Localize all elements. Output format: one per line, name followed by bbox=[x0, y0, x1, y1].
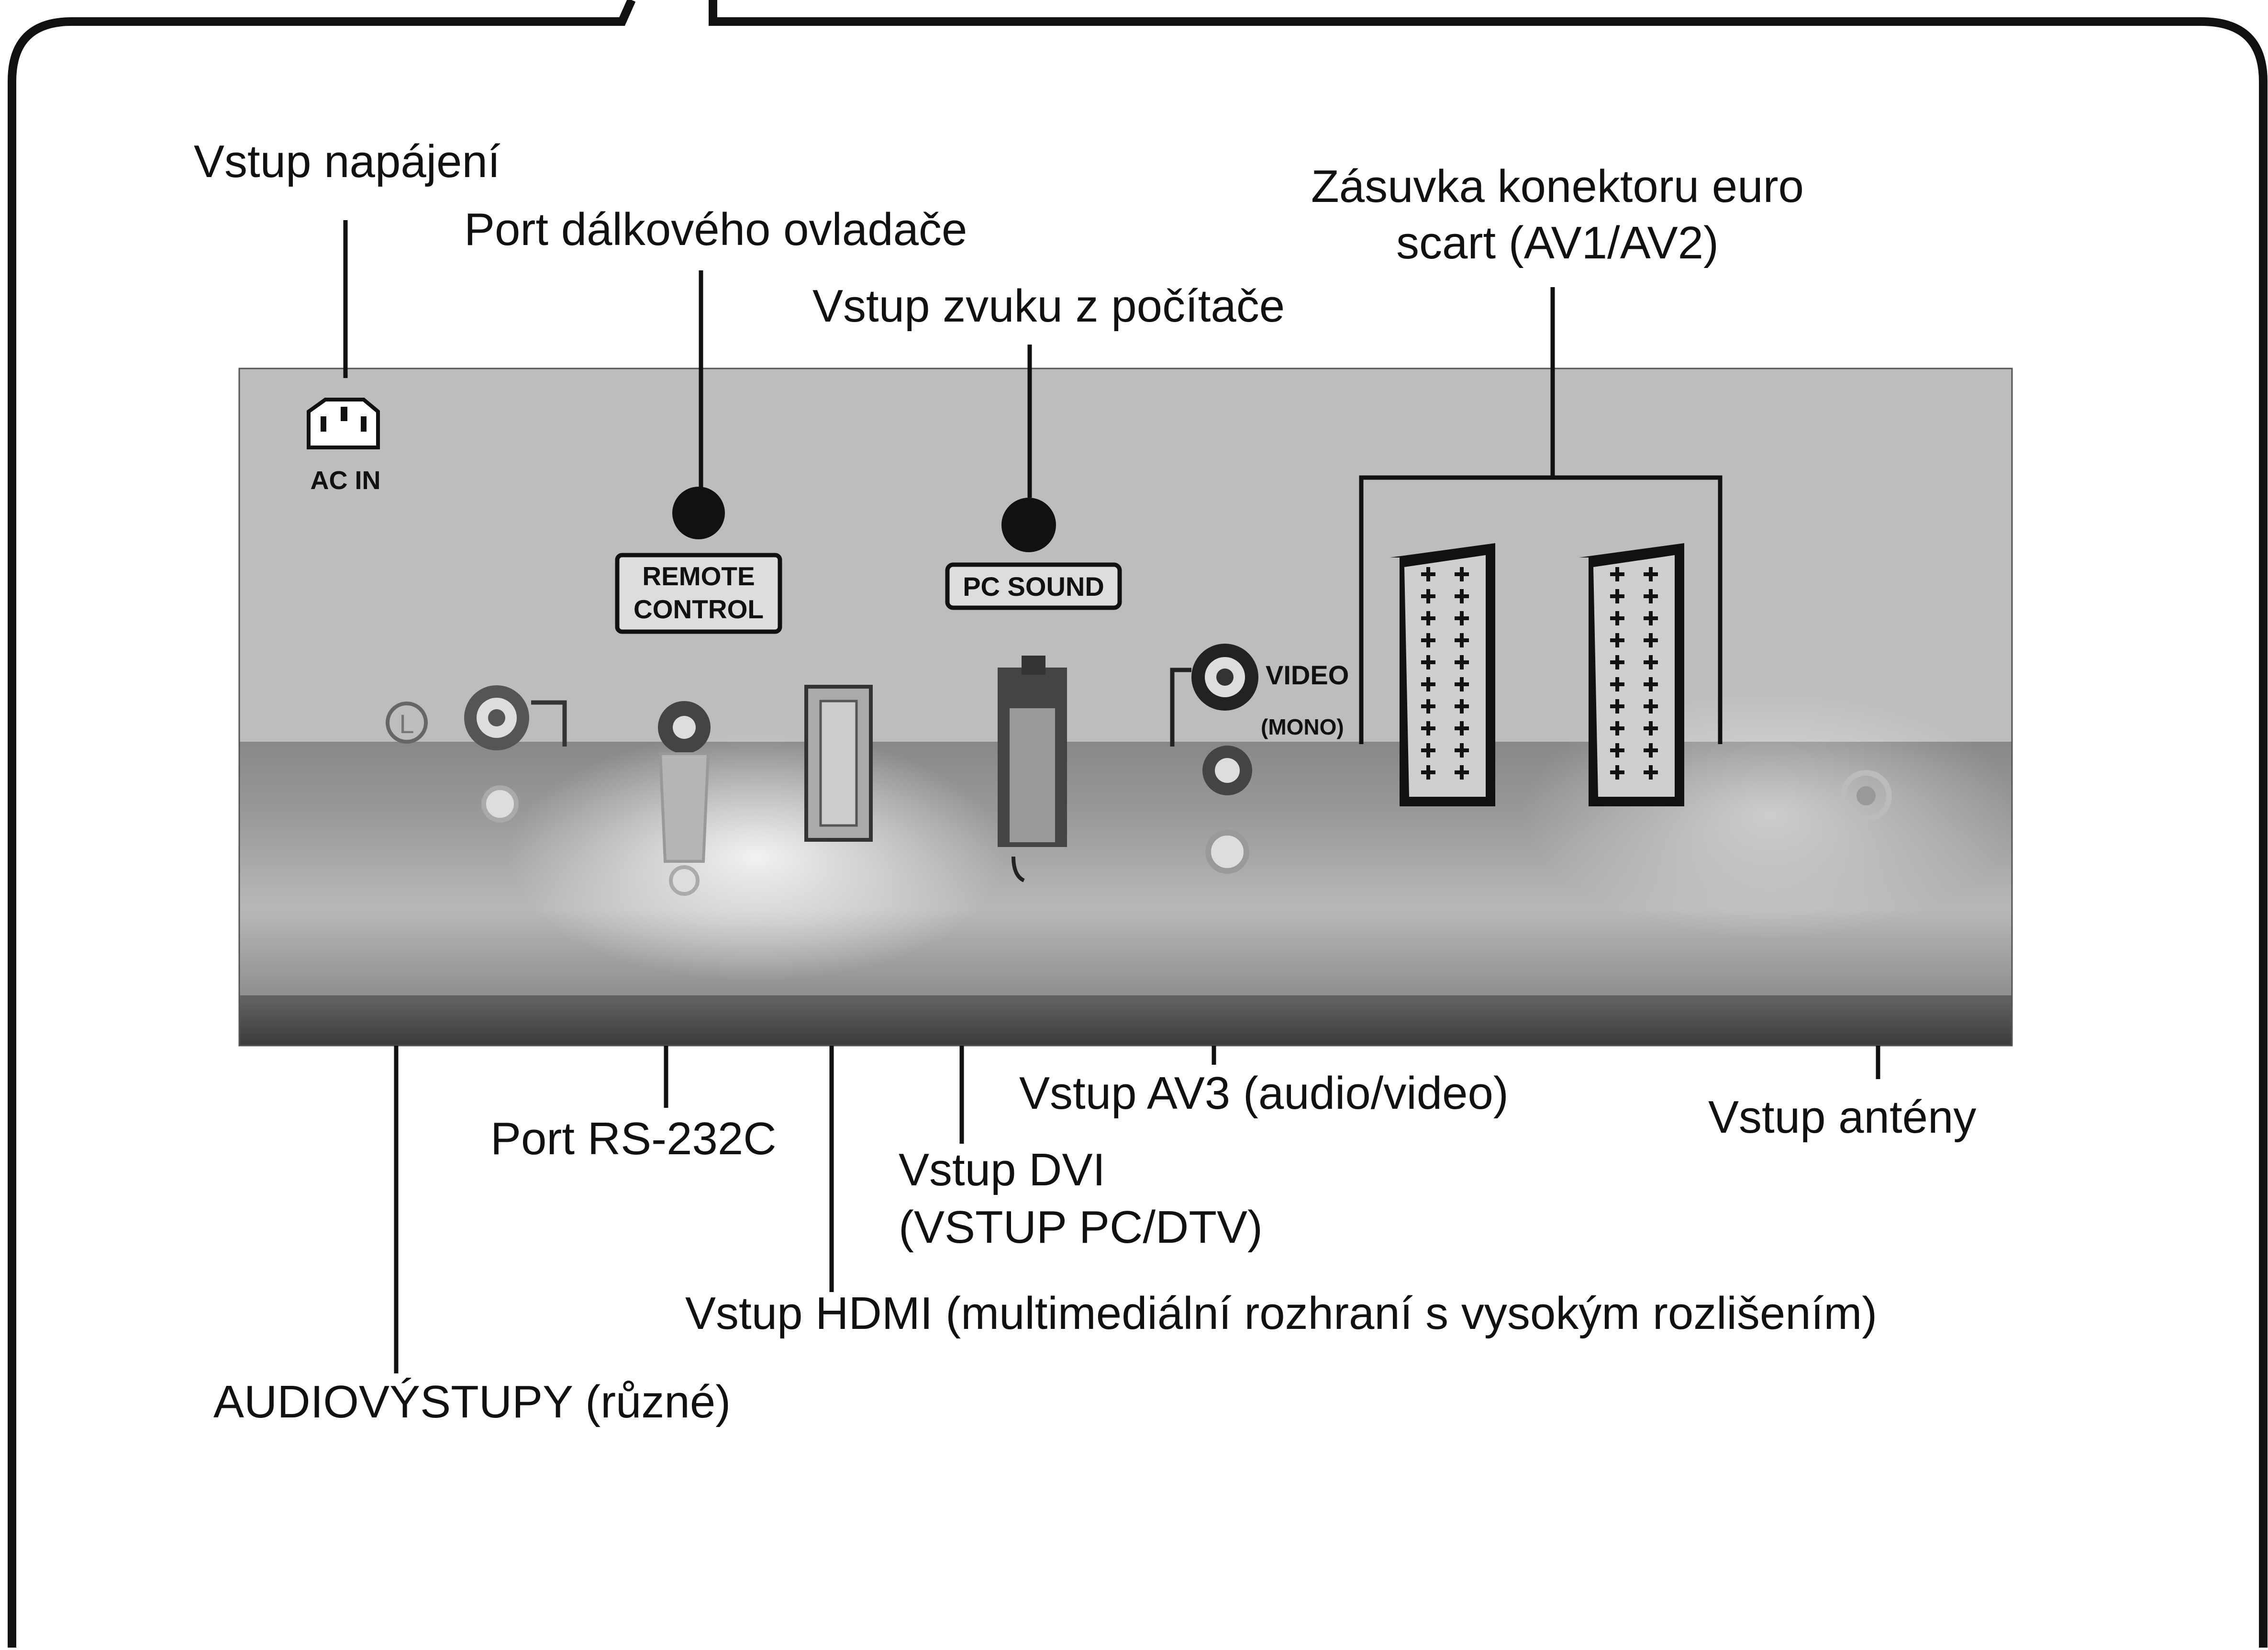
scart-pin bbox=[1455, 677, 1469, 691]
dvi-callout-line1: Vstup DVI bbox=[899, 1144, 1106, 1195]
scart-pin bbox=[1610, 633, 1624, 647]
outer-frame bbox=[8, 0, 636, 1648]
remote-label-line1: REMOTE bbox=[642, 561, 755, 591]
hdmi-input-callout: Vstup HDMI (multimediální rozhraní s vys… bbox=[685, 1288, 1878, 1339]
scart-pin bbox=[1455, 655, 1469, 669]
scart-pin bbox=[1421, 633, 1435, 647]
scart-pin bbox=[1644, 633, 1658, 647]
scart-pin bbox=[1644, 743, 1658, 758]
remote-port-callout: Port dálkového ovladače bbox=[464, 204, 967, 255]
scart-socket-icon bbox=[1390, 543, 1495, 806]
scart-pin bbox=[1421, 655, 1435, 669]
scart-socket-icon bbox=[1579, 543, 1684, 806]
av3-jacks bbox=[1170, 644, 1258, 874]
audio-outputs-callout: AUDIOVÝSTUPY (různé) bbox=[213, 1376, 731, 1427]
scart-pin bbox=[1421, 589, 1435, 603]
remote-label-box bbox=[615, 553, 782, 634]
scart-bracket bbox=[1359, 475, 1723, 744]
left-channel-label: L bbox=[399, 709, 414, 739]
scart-pin bbox=[1455, 699, 1469, 714]
rs232-port-icon bbox=[658, 701, 711, 896]
pc-audio-input-callout: Vstup zvuku z počítače bbox=[812, 280, 1285, 332]
video-label: VIDEO bbox=[1266, 660, 1349, 690]
scart-pin bbox=[1455, 567, 1469, 581]
scart-pin bbox=[1610, 655, 1624, 669]
scart-callout-line2: scart (AV1/AV2) bbox=[1396, 217, 1719, 268]
antenna-socket-icon bbox=[1840, 770, 1892, 822]
power-input-callout: Vstup napájení bbox=[194, 136, 500, 187]
scart-pin bbox=[1421, 699, 1435, 714]
scart-pin bbox=[1610, 721, 1624, 736]
scart-pin bbox=[1610, 611, 1624, 625]
outer-frame-right bbox=[709, 0, 2268, 1648]
scart-pin bbox=[1644, 655, 1658, 669]
scart-callout-line1: Zásuvka konektoru euro bbox=[1311, 161, 1804, 212]
scart-pin bbox=[1421, 611, 1435, 625]
dvi-port-icon bbox=[998, 656, 1067, 882]
scart-pin bbox=[1455, 765, 1469, 780]
ac-in-label: AC IN bbox=[311, 466, 381, 495]
scart-pin bbox=[1644, 721, 1658, 736]
pc-sound-label: PC SOUND bbox=[963, 571, 1104, 602]
scart-pin bbox=[1610, 743, 1624, 758]
scart-pin bbox=[1644, 765, 1658, 780]
av3-input-callout: Vstup AV3 (audio/video) bbox=[1019, 1068, 1509, 1119]
leader-lines bbox=[343, 220, 1880, 1373]
scart-pin bbox=[1421, 765, 1435, 780]
mono-label: (MONO) bbox=[1261, 714, 1344, 739]
scart-pin bbox=[1421, 743, 1435, 758]
scart-pin bbox=[1644, 699, 1658, 714]
pc-sound-jack-icon bbox=[1001, 498, 1056, 552]
scart-pin bbox=[1455, 721, 1469, 736]
scart-pin bbox=[1610, 765, 1624, 780]
audio-out-jacks bbox=[386, 685, 567, 823]
scart-pin bbox=[1644, 611, 1658, 625]
scart-pin bbox=[1421, 677, 1435, 691]
scart-pin bbox=[1455, 633, 1469, 647]
scart-pin bbox=[1421, 721, 1435, 736]
scart-pin bbox=[1644, 677, 1658, 691]
ac-inlet-icon bbox=[307, 398, 380, 449]
scart-pin bbox=[1455, 589, 1469, 603]
remote-jack-icon bbox=[672, 487, 725, 539]
dvi-callout-line2: (VSTUP PC/DTV) bbox=[899, 1202, 1263, 1253]
pc-sound-label-box bbox=[945, 562, 1122, 610]
scart-pin bbox=[1610, 677, 1624, 691]
scart-pin bbox=[1644, 589, 1658, 603]
scart-pin bbox=[1610, 589, 1624, 603]
rs232-callout: Port RS-232C bbox=[490, 1113, 777, 1164]
antenna-input-callout: Vstup antény bbox=[1708, 1092, 1977, 1143]
hdmi-port-icon bbox=[804, 685, 873, 842]
scart-pin bbox=[1644, 567, 1658, 581]
scart-pin bbox=[1421, 567, 1435, 581]
scart-pin bbox=[1610, 699, 1624, 714]
scart-pin bbox=[1610, 567, 1624, 581]
scart-pin bbox=[1455, 743, 1469, 758]
remote-label-line2: CONTROL bbox=[634, 594, 764, 624]
scart-pin bbox=[1455, 611, 1469, 625]
rear-panel bbox=[238, 368, 2019, 1047]
